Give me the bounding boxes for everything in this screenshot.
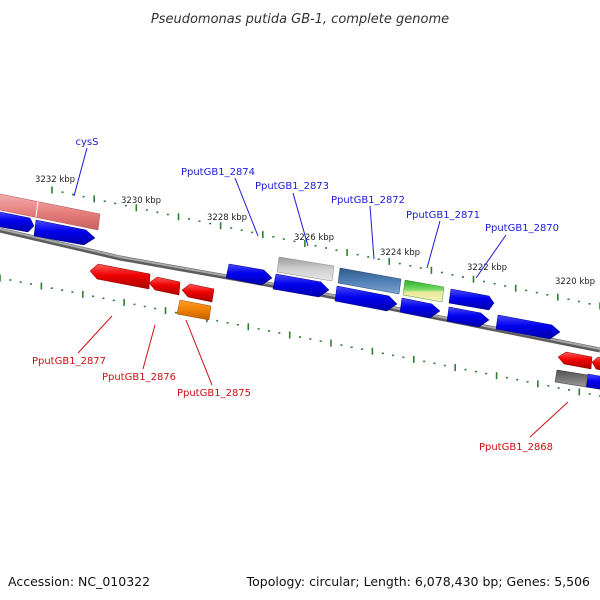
label-PputGB1-2877[interactable]: PputGB1_2877	[32, 356, 106, 367]
gene-PputGB1-2871[interactable]	[402, 279, 445, 303]
gene-PputGB1-2872[interactable]	[337, 267, 402, 295]
label-PputGB1-2875[interactable]: PputGB1_2875	[177, 388, 251, 399]
tick-row-reverse	[0, 274, 600, 397]
gene-forward-mid-2[interactable]	[399, 297, 441, 319]
scale-label-3224: 3224 kbp	[380, 248, 420, 258]
label-cysS[interactable]: cysS	[76, 137, 99, 148]
label-PputGB1-2874[interactable]: PputGB1_2874	[181, 167, 255, 178]
scale-label-3228: 3228 kbp	[207, 213, 247, 223]
label-PputGB1-2876[interactable]: PputGB1_2876	[102, 372, 176, 383]
reverse-genes	[89, 263, 600, 388]
gene-reverse-2875-partner[interactable]	[181, 283, 215, 303]
scale-label-3220: 3220 kbp	[555, 277, 595, 287]
genome-stats-text: Topology: circular; Length: 6,078,430 bp…	[246, 574, 590, 589]
scale-label-3222: 3222 kbp	[467, 263, 507, 273]
gene-PputGB1-2877[interactable]	[89, 263, 151, 290]
forward-gene-labels: cysS PputGB1_2874 PputGB1_2873 PputGB1_2…	[73, 137, 559, 279]
gene-forward-edge[interactable]	[585, 373, 600, 390]
label-PputGB1-2873[interactable]: PputGB1_2873	[255, 181, 329, 192]
map-title: Pseudomonas putida GB-1, complete genome	[151, 12, 449, 27]
label-PputGB1-2871[interactable]: PputGB1_2871	[406, 210, 480, 221]
gene-forward-left-2[interactable]	[33, 219, 96, 246]
scale-label-3226: 3226 kbp	[294, 233, 334, 243]
gene-forward-mid-1[interactable]	[334, 285, 398, 312]
gene-reverse-right-1[interactable]	[557, 351, 593, 370]
label-PputGB1-2868[interactable]: PputGB1_2868	[479, 442, 553, 453]
scale-label-3230: 3230 kbp	[121, 196, 161, 206]
gene-PputGB1-2875[interactable]	[176, 299, 212, 321]
gene-forward-right-1[interactable]	[495, 314, 561, 340]
label-PputGB1-2870[interactable]: PputGB1_2870	[485, 223, 559, 234]
gene-cysS[interactable]	[0, 193, 101, 231]
gene-PputGB1-2874-a[interactable]	[225, 263, 273, 286]
reverse-gene-labels: PputGB1_2877 PputGB1_2876 PputGB1_2875 P…	[32, 315, 569, 453]
gene-PputGB1-2876[interactable]	[148, 276, 181, 296]
gene-PputGB1-2870-b[interactable]	[446, 306, 490, 328]
gene-PputGB1-2873[interactable]	[276, 256, 335, 282]
gene-PputGB1-2870-a[interactable]	[448, 288, 495, 311]
scale-label-3232: 3232 kbp	[35, 175, 75, 185]
gene-reverse-right-2[interactable]	[591, 356, 600, 371]
label-PputGB1-2872[interactable]: PputGB1_2872	[331, 195, 405, 206]
forward-genes	[0, 193, 600, 390]
gene-PputGB1-2868[interactable]	[554, 369, 589, 388]
gene-PputGB1-2874-b[interactable]	[272, 273, 330, 298]
tick-row-forward	[51, 186, 600, 310]
gene-forward-left-1[interactable]	[0, 211, 35, 233]
scale-labels: 3232 kbp 3230 kbp 3228 kbp 3226 kbp 3224…	[35, 175, 595, 287]
accession-text: Accession: NC_010322	[8, 574, 150, 589]
